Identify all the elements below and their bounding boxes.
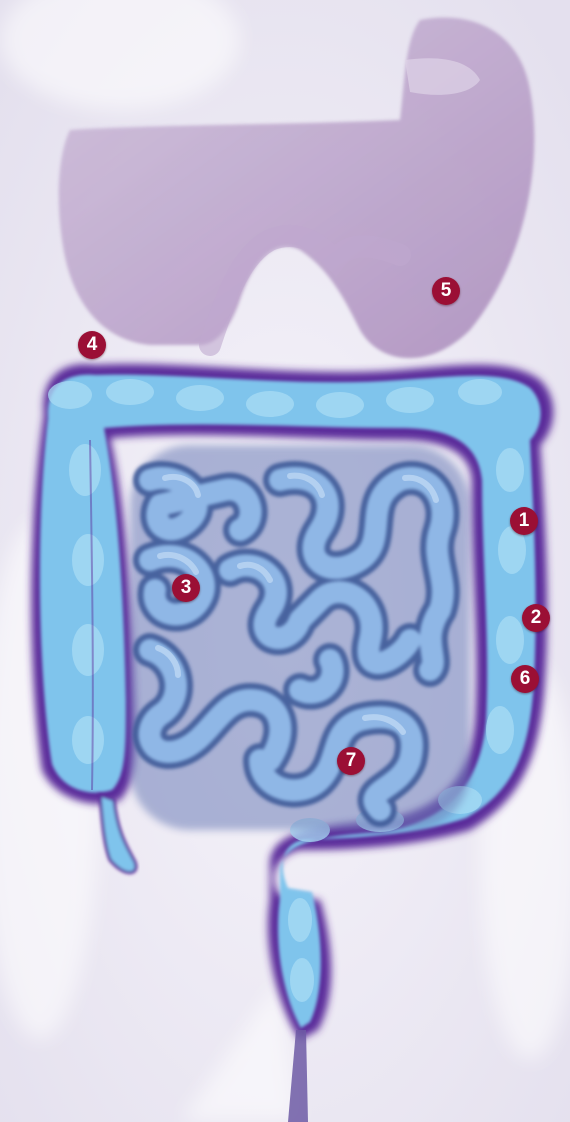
marker-3: 3: [172, 574, 200, 602]
marker-4: 4: [78, 331, 106, 359]
marker-2: 2: [522, 604, 550, 632]
marker-6: 6: [511, 665, 539, 693]
small-intestine: [130, 445, 470, 830]
marker-5: 5: [432, 277, 460, 305]
marker-1: 1: [510, 507, 538, 535]
marker-7: 7: [337, 747, 365, 775]
